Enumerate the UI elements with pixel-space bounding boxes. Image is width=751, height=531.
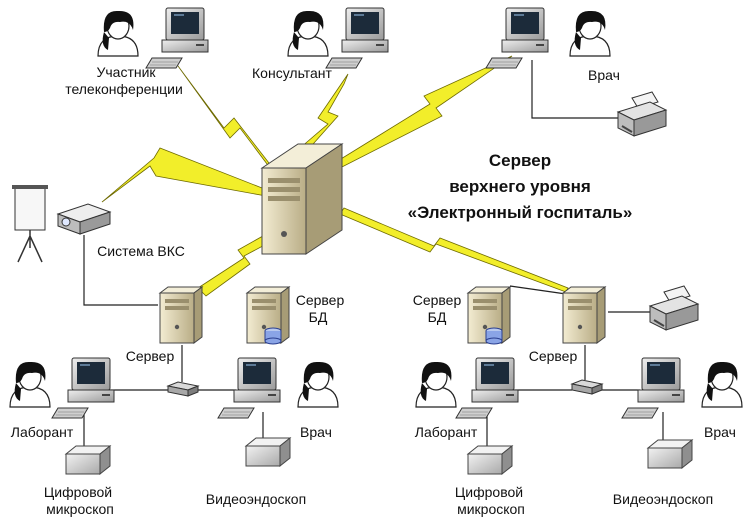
link-doctor-printer-top [531, 60, 618, 119]
microscope-right-icon [467, 445, 513, 475]
label-lab-left: Лаборант [11, 424, 74, 440]
label-db-right-1: Сервер [413, 292, 462, 308]
computer-doctor-left-icon [217, 357, 281, 419]
db-server-right-icon [468, 287, 510, 344]
title-line-3: «Электронный госпиталь» [408, 203, 633, 222]
label-doctor-top: Врач [588, 67, 620, 83]
computer-doctor-right-icon [621, 357, 685, 419]
person-lab-right-icon [415, 361, 457, 408]
computer-doctor-top-icon [485, 7, 549, 69]
label-doctor-right: Врач [704, 424, 736, 440]
diagram-title: Сервер верхнего уровня «Электронный госп… [408, 151, 633, 222]
label-consultant: Консультант [252, 65, 333, 81]
label-db-left-1: Сервер [296, 292, 345, 308]
projector-icon [56, 203, 112, 235]
label-microscope-left-2: микроскоп [46, 501, 114, 517]
label-microscope-left-1: Цифровой [44, 484, 112, 500]
server-left-icon [159, 286, 203, 344]
person-lab-left-icon [9, 361, 51, 408]
printer-right-icon [649, 285, 699, 331]
computer-lab-right-icon [455, 357, 519, 419]
label-db-right-2: БД [428, 309, 447, 325]
main-server [260, 143, 344, 255]
link-db-server-right [509, 285, 567, 295]
lightning-vks [101, 147, 267, 203]
title-line-1: Сервер [489, 151, 551, 170]
hub-right-icon [571, 379, 603, 395]
label-endoscope-right: Видеоэндоскоп [613, 491, 713, 507]
label-server-left: Сервер [126, 348, 175, 364]
printer-top-icon [617, 91, 667, 137]
lightning-participant [177, 65, 277, 173]
person-doctor-top-icon [569, 10, 611, 57]
computer-consultant-icon [325, 7, 389, 69]
label-microscope-right-1: Цифровой [455, 484, 523, 500]
hub-left-icon [167, 381, 199, 397]
lightning-doctor-top [335, 55, 513, 169]
db-server-left-icon [247, 287, 289, 344]
person-doctor-left-icon [297, 361, 339, 408]
label-server-right: Сервер [529, 348, 578, 364]
person-doctor-right-icon [701, 361, 743, 408]
projector-screen-icon [12, 185, 48, 263]
endoscope-left-icon [245, 437, 291, 467]
link-vks-server [83, 235, 158, 306]
label-doctor-left: Врач [300, 424, 332, 440]
label-participant-2: телеконференции [65, 81, 183, 97]
person-participant-icon [97, 10, 139, 57]
label-lab-right: Лаборант [415, 424, 478, 440]
label-vks-system: Система ВКС [97, 243, 185, 259]
label-db-left-2: БД [309, 309, 328, 325]
lightning-consultant [299, 73, 349, 153]
label-participant-1: Участник [96, 64, 156, 80]
person-consultant-icon [287, 10, 329, 57]
title-line-2: верхнего уровня [449, 177, 591, 196]
computer-participant-icon [145, 7, 209, 69]
endoscope-right-icon [647, 439, 693, 469]
wireless-links [101, 55, 569, 297]
computer-lab-left-icon [51, 357, 115, 419]
label-microscope-right-2: микроскоп [457, 501, 525, 517]
microscope-left-icon [65, 445, 111, 475]
lightning-server-right [339, 207, 569, 293]
label-endoscope-left: Видеоэндоскоп [206, 491, 306, 507]
server-right-icon [562, 286, 606, 344]
